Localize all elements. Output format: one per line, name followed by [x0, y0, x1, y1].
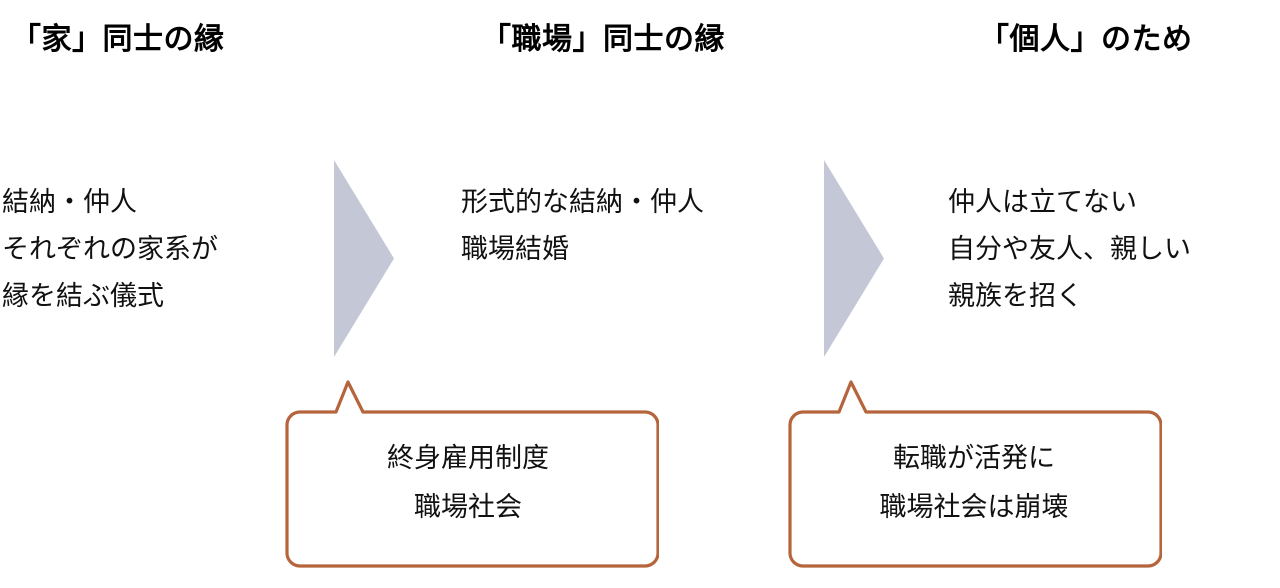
column-heading-3: 「個人」のため: [979, 23, 1193, 56]
callout-2-line-2: 職場社会は崩壊: [879, 492, 1069, 522]
column-heading-2: 「職場」同士の縁: [481, 23, 725, 56]
column-3-line-2: 自分や友人、親しい: [948, 234, 1191, 264]
column-1-line-1: 結納・仲人: [2, 187, 137, 217]
callout-2-shape: [788, 380, 1162, 568]
column-heading-1: 「家」同士の縁: [11, 23, 225, 56]
arrow-2-icon: [824, 160, 884, 357]
callout-1-line-2: 職場社会: [414, 492, 522, 522]
column-2-line-2: 職場結婚: [461, 234, 569, 264]
callout-box-1: 終身雇用制度 職場社会: [273, 378, 659, 568]
callout-box-2: 転職が活発に 職場社会は崩壊: [776, 378, 1162, 568]
callout-1-shape: [285, 380, 659, 568]
column-2-line-1: 形式的な結納・仲人: [461, 187, 704, 217]
column-body-2: 形式的な結納・仲人 職場結婚: [461, 179, 704, 273]
column-body-3: 仲人は立てない 自分や友人、親しい 親族を招く: [948, 179, 1191, 320]
column-3-line-3: 親族を招く: [948, 281, 1083, 311]
callout-1-text: 終身雇用制度 職場社会: [273, 434, 659, 532]
column-body-1: 結納・仲人 それぞれの家系が 縁を結ぶ儀式: [2, 179, 218, 320]
callout-2-line-1: 転職が活発に: [893, 443, 1055, 473]
column-1-line-3: 縁を結ぶ儀式: [2, 281, 164, 311]
arrow-1-icon: [334, 160, 394, 357]
column-3-line-1: 仲人は立てない: [948, 187, 1137, 217]
callout-2-text: 転職が活発に 職場社会は崩壊: [776, 434, 1162, 532]
column-1-line-2: それぞれの家系が: [2, 234, 218, 264]
callout-1-line-1: 終身雇用制度: [387, 443, 549, 473]
